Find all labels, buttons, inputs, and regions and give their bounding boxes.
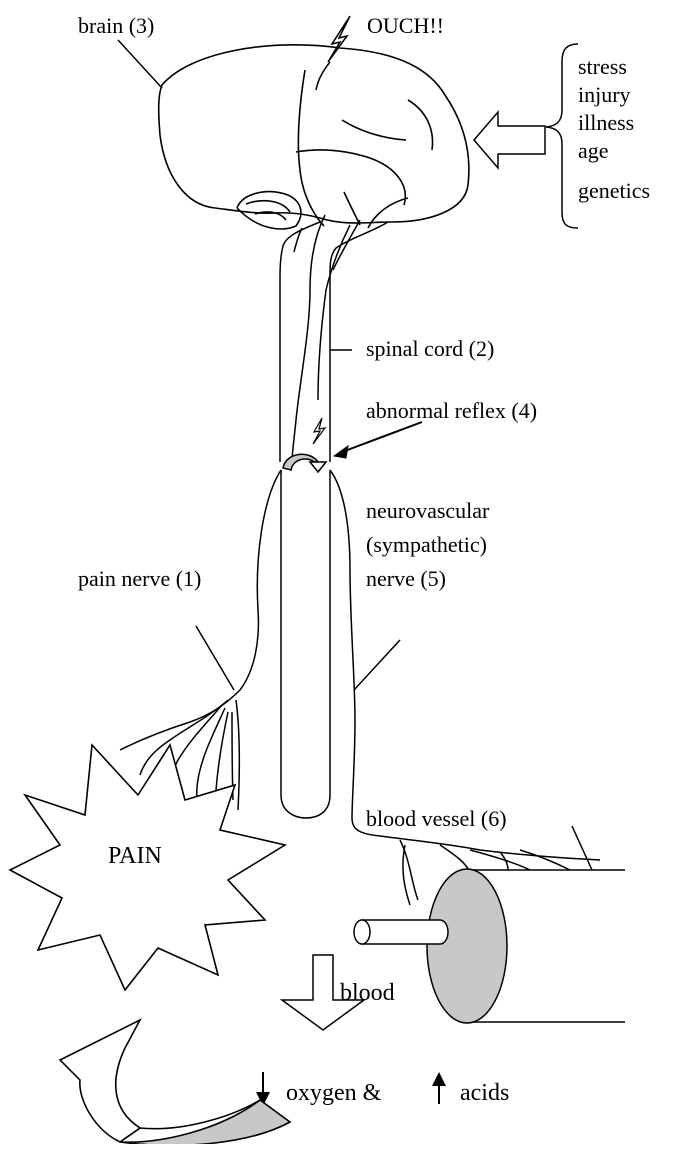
brain-leader-line: [118, 40, 162, 88]
factor-age: age: [578, 138, 609, 163]
pain-nerve-label: pain nerve (1): [78, 566, 201, 591]
blood-label: blood: [340, 980, 395, 1006]
pain-nerve-bundle: [120, 470, 281, 815]
lightning-bolt-icon-small: [313, 418, 325, 444]
factor-genetics: genetics: [578, 178, 650, 203]
brain: [159, 45, 469, 229]
acids-label: acids: [460, 1080, 509, 1106]
abnormal-reflex-label: abnormal reflex (4): [366, 398, 537, 423]
ouch-label: OUCH!!: [367, 13, 444, 38]
blood-vessel: [427, 869, 625, 1023]
blood-vessel-label: blood vessel (6): [366, 806, 507, 831]
curved-arrow-icon: [60, 1020, 290, 1144]
factor-injury: injury: [578, 82, 631, 107]
blood-vessel-leader-line: [572, 826, 592, 870]
factors-brace: [546, 44, 578, 228]
neurovascular-label-line2: (sympathetic): [366, 532, 487, 557]
spinal-cord-label: spinal cord (2): [366, 336, 494, 361]
nerve-tube: [281, 470, 330, 818]
neurovascular-label-line1: neurovascular: [366, 498, 490, 523]
brain-label: brain (3): [78, 13, 154, 38]
abnormal-reflex-leader-line: [342, 422, 422, 452]
lightning-bolt-icon: [328, 16, 350, 62]
factor-illness: illness: [578, 110, 634, 135]
neurovascular-label-line3: nerve (5): [366, 566, 446, 591]
up-arrow-icon: [432, 1072, 446, 1104]
pain-label: PAIN: [108, 843, 162, 869]
capillary-cylinder: [354, 920, 448, 944]
abnormal-reflex-arrowhead: [334, 446, 348, 458]
oxygen-label: oxygen &: [286, 1080, 382, 1106]
block-arrow-left-icon: [474, 112, 545, 168]
factor-stress: stress: [578, 54, 627, 79]
pain-nerve-leader-line: [196, 626, 234, 690]
reflex-curved-arrow: [283, 454, 326, 472]
neurovascular-leader-line: [354, 640, 400, 690]
